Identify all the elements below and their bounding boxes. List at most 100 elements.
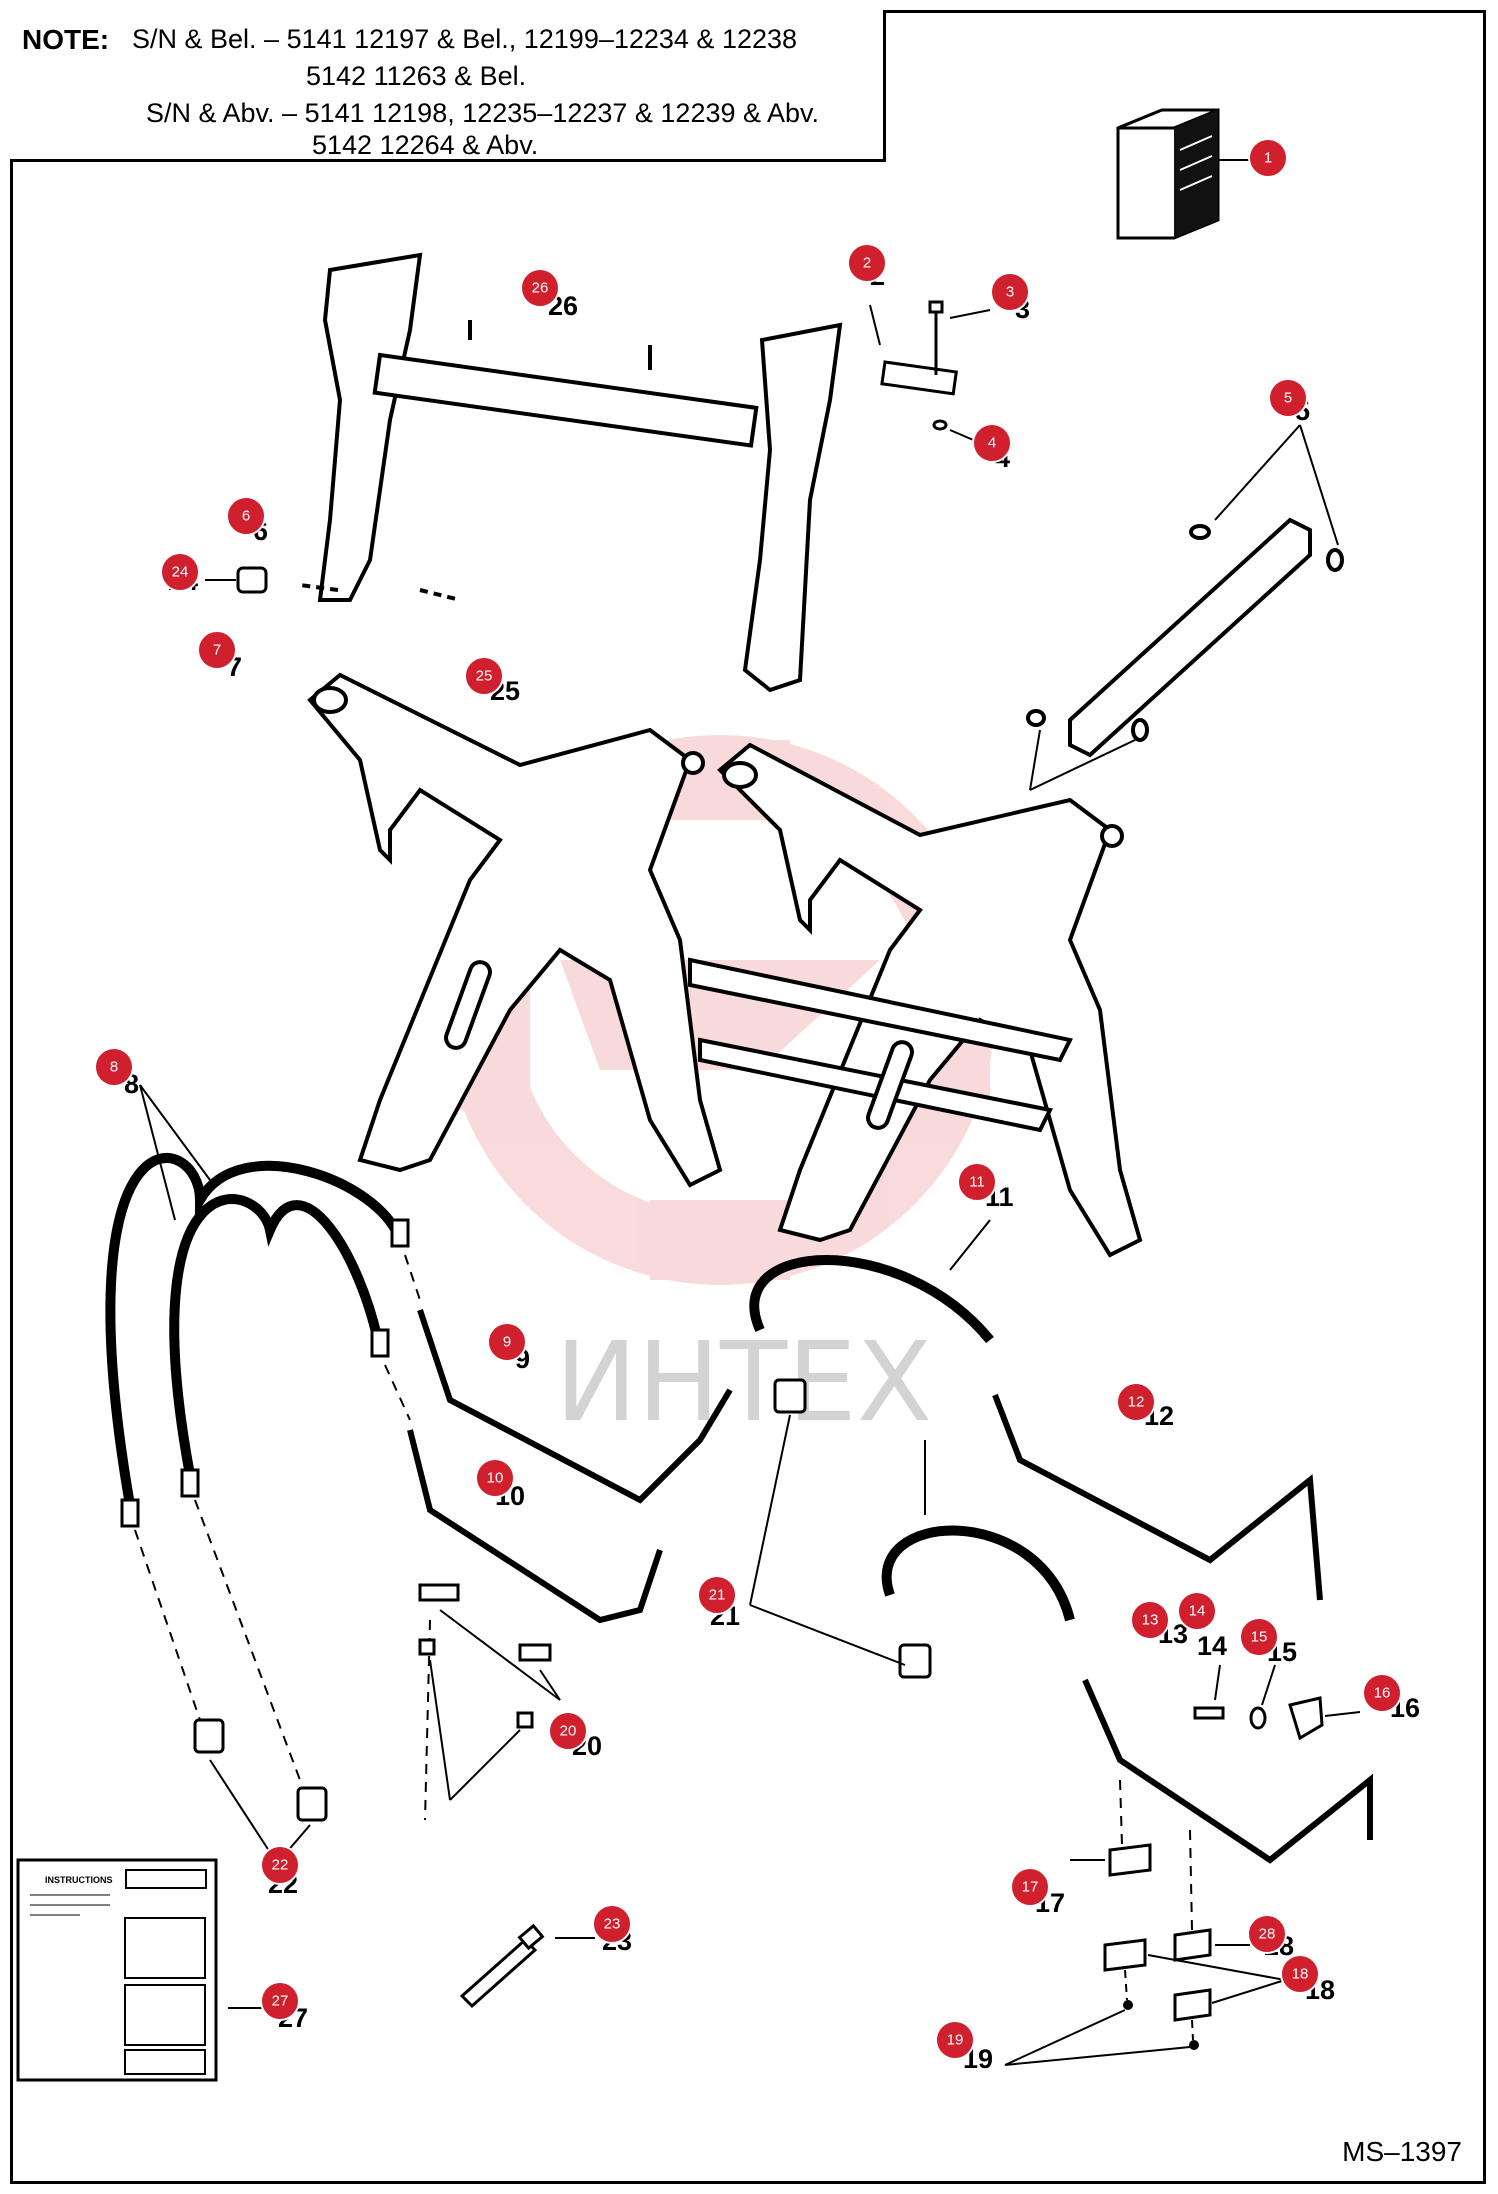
- part-3-bolt: [928, 300, 991, 375]
- callout-part-7[interactable]: 7: [197, 630, 237, 670]
- callout-number: 13: [1142, 1612, 1159, 1629]
- printed-part-number-14: 14: [1197, 1631, 1227, 1661]
- callout-number: 28: [1259, 1926, 1276, 1943]
- part-21-elbows: [749, 1378, 932, 1679]
- callout-part-13[interactable]: 13: [1130, 1600, 1170, 1640]
- callout-marker[interactable]: [957, 1162, 997, 1202]
- callout-marker[interactable]: [520, 268, 560, 308]
- callout-part-21[interactable]: 21: [697, 1575, 737, 1615]
- callout-number: 7: [213, 642, 221, 659]
- callout-number: 23: [604, 1916, 621, 1933]
- callout-part-18[interactable]: 18: [1280, 1954, 1320, 1994]
- callout-part-19[interactable]: 19: [935, 2020, 975, 2060]
- callout-marker[interactable]: [487, 1322, 527, 1362]
- callout-marker[interactable]: [260, 1845, 300, 1885]
- callout-number: 9: [503, 1334, 511, 1351]
- callout-part-12[interactable]: 12: [1116, 1382, 1156, 1422]
- callout-part-8[interactable]: 8: [94, 1047, 134, 1087]
- callout-marker[interactable]: [1116, 1382, 1156, 1422]
- part-9-tube: [417, 1309, 733, 1504]
- callout-marker[interactable]: [1280, 1954, 1320, 1994]
- callout-marker[interactable]: [1248, 138, 1288, 178]
- callout-part-23[interactable]: 23: [592, 1904, 632, 1944]
- callout-part-9[interactable]: 9: [487, 1322, 527, 1362]
- callout-marker[interactable]: [475, 1458, 515, 1498]
- callout-marker[interactable]: [697, 1575, 737, 1615]
- part-20-clamps-left: [418, 1583, 561, 1821]
- callout-marker[interactable]: [1010, 1867, 1050, 1907]
- callout-marker[interactable]: [226, 496, 266, 536]
- part-18-clamp-bases: [1103, 1938, 1286, 2041]
- callout-part-22[interactable]: 22: [260, 1845, 300, 1885]
- part-23-cable-tie: [459, 1923, 595, 2009]
- instruction-sheet-title: INSTRUCTIONS: [45, 1875, 113, 1885]
- callout-part-16[interactable]: 16: [1362, 1673, 1402, 1713]
- callout-marker[interactable]: [197, 630, 237, 670]
- callout-marker[interactable]: [1177, 1591, 1217, 1631]
- note-line-3: S/N & Abv. – 5141 12198, 12235–12237 & 1…: [146, 98, 820, 128]
- callout-number: 22: [272, 1857, 289, 1874]
- part-16-clamp: [1288, 1696, 1361, 1741]
- part-26-upper-frame: [299, 252, 843, 693]
- callout-number: 19: [947, 2032, 964, 2049]
- part-15-washer: [1249, 1664, 1276, 1730]
- callout-part-25[interactable]: 25: [464, 656, 504, 696]
- callout-part-20[interactable]: 20: [548, 1711, 588, 1751]
- drawing-code: MS–1397: [1342, 2136, 1462, 2167]
- callout-number: 20: [560, 1723, 577, 1740]
- callout-part-6[interactable]: 6: [226, 496, 266, 536]
- callout-marker[interactable]: [1247, 1914, 1287, 1954]
- part-22-elbows: [193, 1718, 328, 1861]
- callout-marker[interactable]: [1239, 1617, 1279, 1657]
- callout-marker[interactable]: [1268, 378, 1308, 418]
- callout-number: 6: [242, 508, 250, 525]
- callout-number: 4: [988, 435, 996, 452]
- callout-part-26[interactable]: 26: [520, 268, 560, 308]
- callout-marker[interactable]: [160, 552, 200, 592]
- callout-number: 12: [1128, 1394, 1145, 1411]
- callout-marker[interactable]: [847, 243, 887, 283]
- callout-part-28[interactable]: 28: [1247, 1914, 1287, 1954]
- part-1-decal-box: [1116, 108, 1250, 240]
- callout-marker[interactable]: [260, 1981, 300, 2021]
- part-14-bolt: [1193, 1664, 1225, 1720]
- callout-part-4[interactable]: 4: [972, 423, 1012, 463]
- callout-marker[interactable]: [464, 656, 504, 696]
- part-28-clamp: [1173, 1829, 1250, 1962]
- callout-part-11[interactable]: 11: [957, 1162, 997, 1202]
- callout-number: 10: [487, 1470, 504, 1487]
- part-8-hoses: [105, 1084, 421, 1781]
- callout-number: 11: [969, 1174, 985, 1191]
- callout-part-27[interactable]: 27: [260, 1981, 300, 2021]
- callout-marker[interactable]: [935, 2020, 975, 2060]
- callout-number: 1: [1264, 150, 1272, 167]
- callout-marker[interactable]: [972, 423, 1012, 463]
- callout-number: 26: [532, 280, 549, 297]
- note-line-4: 5142 12264 & Abv.: [312, 130, 539, 160]
- callout-part-17[interactable]: 17: [1010, 1867, 1050, 1907]
- part-13-tube: [1082, 1678, 1373, 1864]
- callout-part-10[interactable]: 10: [475, 1458, 515, 1498]
- callout-marker[interactable]: [1362, 1673, 1402, 1713]
- callout-part-3[interactable]: 3: [990, 272, 1030, 312]
- callout-part-14[interactable]: 14: [1177, 1591, 1217, 1631]
- callout-part-24[interactable]: 24: [160, 552, 200, 592]
- callout-part-15[interactable]: 15: [1239, 1617, 1279, 1657]
- callout-number: 18: [1292, 1966, 1309, 1983]
- callout-part-1[interactable]: 1: [1248, 138, 1288, 178]
- part-5-spacer-bar: [1026, 424, 1344, 791]
- callout-marker[interactable]: [592, 1904, 632, 1944]
- part-24-bushing: [205, 566, 268, 594]
- callout-marker[interactable]: [1130, 1600, 1170, 1640]
- callout-number: 14: [1189, 1603, 1206, 1620]
- part-19-nuts-right: [1004, 2000, 1199, 2066]
- callout-number: 17: [1022, 1879, 1039, 1896]
- callout-part-2[interactable]: 2: [847, 243, 887, 283]
- callout-marker[interactable]: [94, 1047, 134, 1087]
- callout-part-5[interactable]: 5: [1268, 378, 1308, 418]
- part-12-tube: [992, 1393, 1323, 1601]
- callout-marker[interactable]: [990, 272, 1030, 312]
- callout-marker[interactable]: [548, 1711, 588, 1751]
- callout-number: 15: [1251, 1629, 1268, 1646]
- callout-number: 3: [1006, 284, 1014, 301]
